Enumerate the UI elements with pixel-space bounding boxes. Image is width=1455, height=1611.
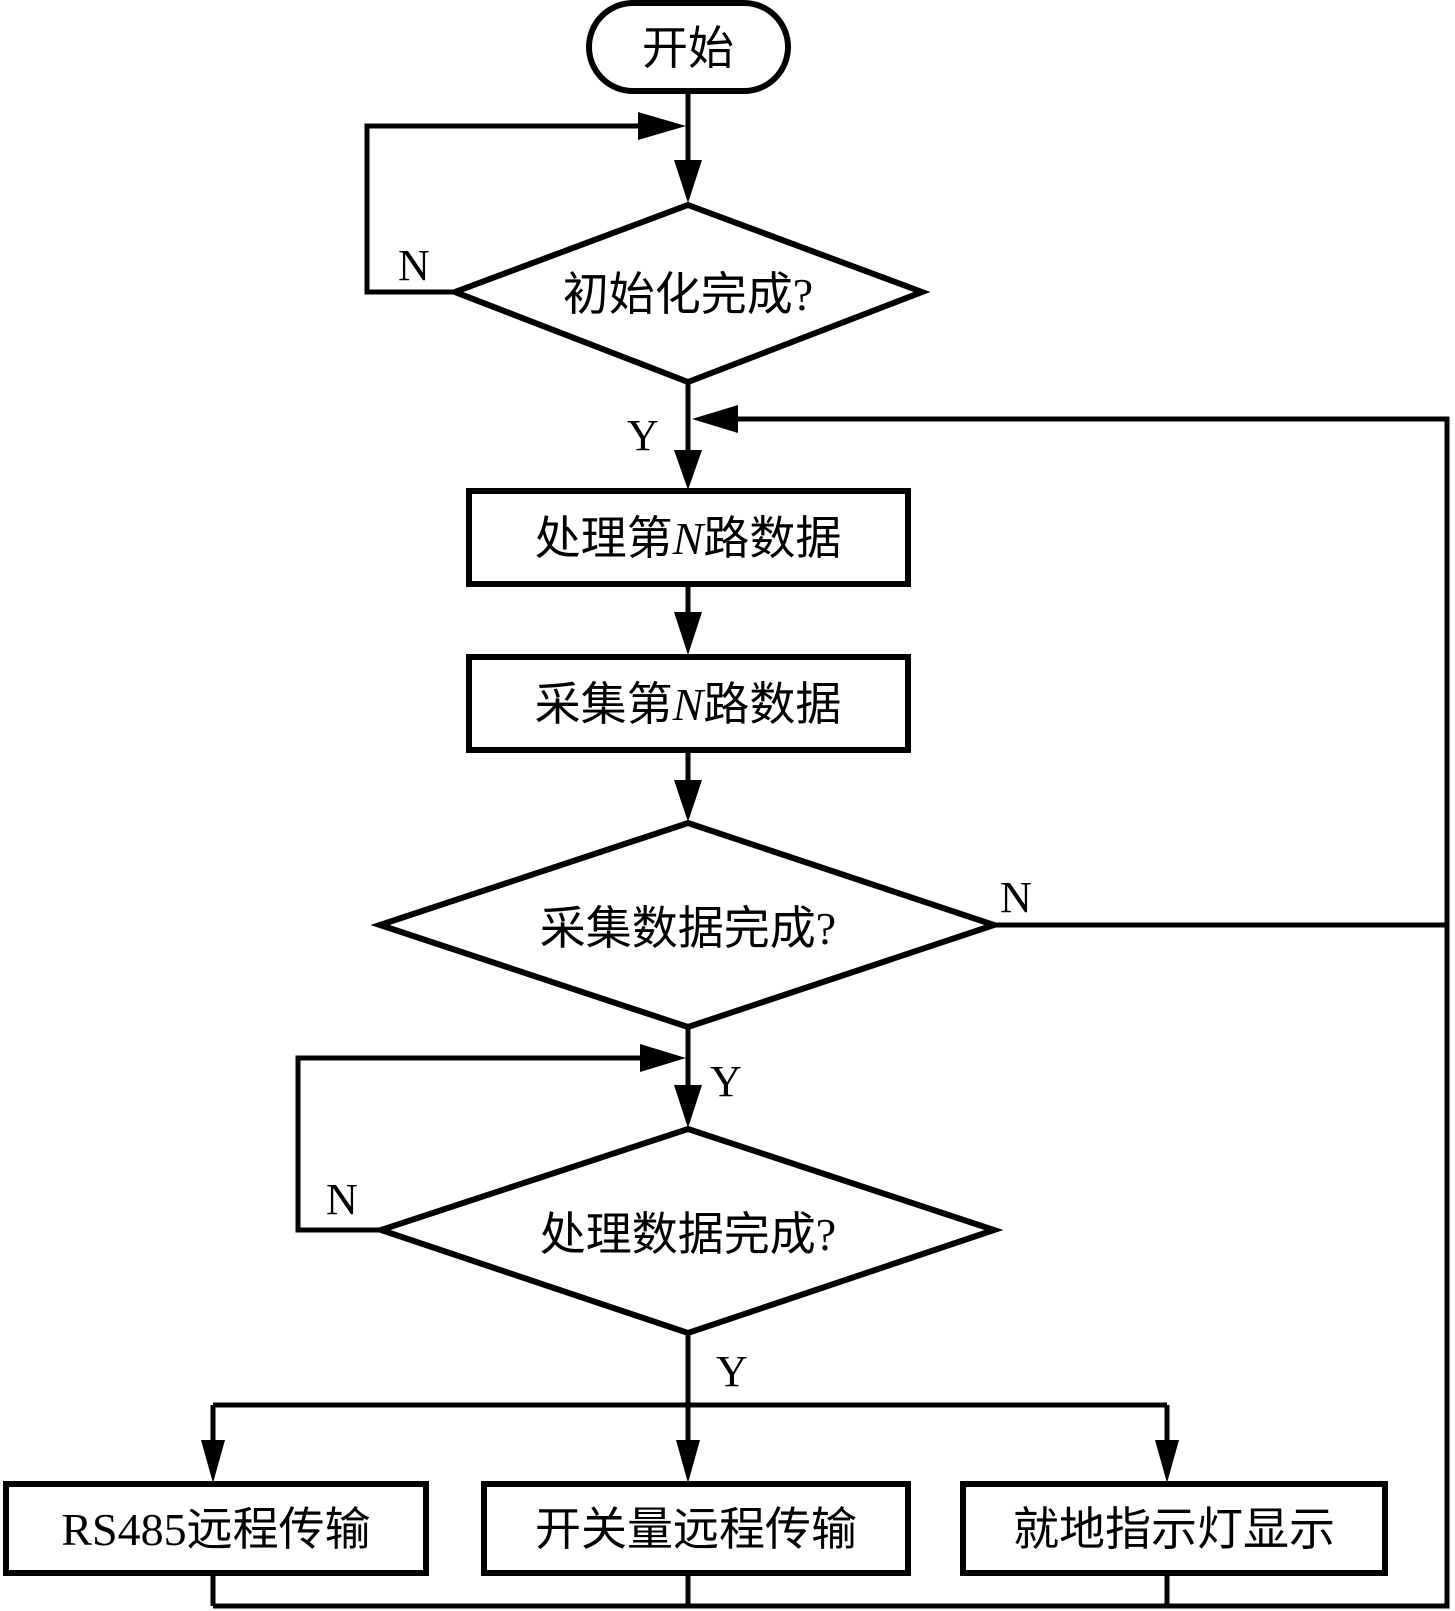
process-n-label: 处理第N路数据 [535, 513, 842, 564]
init-no-label: N [398, 241, 430, 290]
process-check-node: 处理数据完成? [371, 1125, 1004, 1337]
local-led-node: 就地指示灯显示 [960, 1481, 1388, 1576]
collect-n-box [466, 654, 911, 753]
collect-no-label: N [1000, 873, 1032, 922]
arrowhead-right [640, 1044, 686, 1072]
collect-check-label: 采集数据完成? [540, 903, 836, 954]
start-label: 开始 [642, 23, 734, 74]
collect-n-suffix: 路数据 [703, 679, 841, 730]
rs485-node: RS485远程传输 [3, 1481, 429, 1576]
rs485-box [3, 1481, 429, 1576]
process-n-prefix: 处理第 [535, 513, 673, 564]
process-n-var: N [672, 513, 706, 564]
collect-check-node: 采集数据完成? [370, 819, 1004, 1031]
process-n-box [466, 488, 911, 587]
arrowhead-down [674, 612, 702, 655]
switch-tx-node: 开关量远程传输 [481, 1481, 911, 1576]
process-check-label: 处理数据完成? [540, 1209, 836, 1260]
init-check-label: 初始化完成? [563, 269, 813, 320]
process-n-suffix: 路数据 [703, 513, 841, 564]
start-node: 开始 [586, 0, 791, 94]
collect-yes-label: Y [710, 1057, 742, 1106]
edge-collect-no-return [700, 416, 1450, 928]
local-led-label: 就地指示灯显示 [1013, 1504, 1335, 1555]
collect-n-var: N [672, 679, 706, 730]
init-yes-label: Y [627, 411, 659, 460]
switch-tx-box [481, 1481, 911, 1576]
process-n-node: 处理第N路数据 [466, 488, 911, 587]
arrowhead-down [674, 450, 702, 490]
arrowhead-down [1155, 1440, 1179, 1483]
return-bus [213, 925, 1450, 1609]
arrowhead-down [674, 160, 702, 203]
collect-n-label: 采集第N路数据 [535, 679, 842, 730]
local-led-box [960, 1481, 1388, 1576]
switch-tx-label: 开关量远程传输 [535, 1504, 857, 1555]
arrowhead-right [638, 112, 686, 140]
collect-n-node: 采集第N路数据 [466, 654, 911, 753]
edge-process-no-loop [295, 1055, 672, 1233]
edge-init-no-loop [364, 123, 670, 295]
init-check-node: 初始化完成? [446, 201, 931, 386]
collect-n-prefix: 采集第 [535, 679, 673, 730]
arrowhead-down [676, 1440, 700, 1483]
process-yes-label: Y [716, 1347, 748, 1396]
arrowhead-down [201, 1440, 225, 1483]
rs485-label: RS485远程传输 [61, 1504, 370, 1555]
arrowhead-down [674, 1085, 702, 1128]
arrowhead-down [674, 780, 702, 822]
process-no-label: N [326, 1175, 358, 1224]
